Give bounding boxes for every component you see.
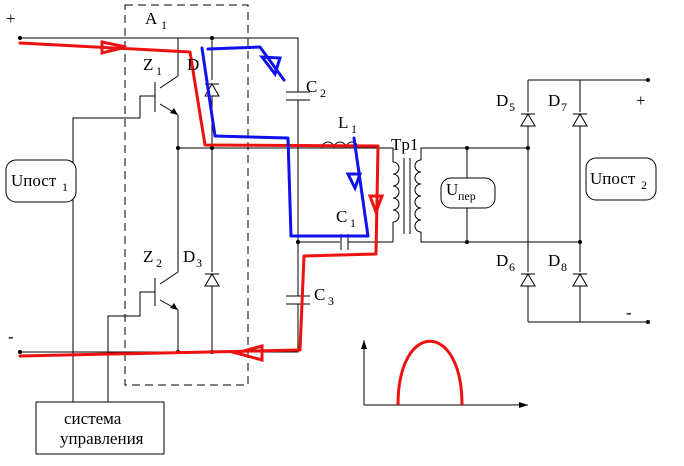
blue-current-path: [200, 45, 370, 238]
d8-sub: 8: [561, 260, 567, 274]
u-out-label: Uпост: [590, 169, 636, 188]
red-current-path: [18, 40, 385, 362]
c1-label: C: [336, 207, 347, 226]
bottom-rail: [20, 310, 299, 353]
rectifier-bridge: [520, 79, 648, 323]
d5-label: D: [496, 91, 508, 110]
z2-label: Z: [143, 247, 153, 266]
d3-label: D: [183, 247, 195, 266]
l1-label: L: [338, 113, 348, 132]
gate-lead-z1: [72, 95, 155, 402]
top-rail: [20, 37, 299, 92]
d1-label: D: [187, 55, 199, 74]
a1-label: A: [145, 9, 158, 28]
plus-left-label: +: [6, 9, 16, 28]
c2-label: C: [306, 77, 317, 96]
transistor-z2: [154, 148, 179, 352]
d7-label: D: [548, 91, 560, 110]
c3-sub: 3: [328, 294, 334, 308]
d8-label: D: [548, 251, 560, 270]
z1-sub: 1: [156, 64, 162, 78]
control-label-line2: управления: [60, 429, 144, 448]
u-ac-label: U: [446, 180, 458, 199]
diode-d1: [204, 38, 220, 148]
c3-label: C: [314, 285, 325, 304]
d6-sub: 6: [509, 260, 515, 274]
minus-left-label: -: [8, 327, 14, 346]
transformer-tp1: [383, 147, 528, 243]
d3-sub: 3: [196, 256, 202, 270]
junction-dots: [18, 36, 650, 354]
d6-label: D: [496, 251, 508, 270]
capacitor-c3: [286, 242, 310, 310]
c1-sub: 1: [350, 216, 356, 230]
z2-sub: 2: [156, 256, 162, 270]
u-ac-box: [440, 177, 496, 209]
module-a1-frame: [124, 4, 249, 386]
transistor-z1: [154, 38, 179, 148]
u-in-label: Uпост: [11, 171, 57, 190]
inductor-l1: [321, 141, 359, 149]
a1-sub: 1: [161, 18, 167, 32]
tr1-label: Tp1: [391, 135, 418, 154]
diode-d3: [204, 148, 220, 352]
gate-lead-z2: [107, 291, 155, 402]
plus-right-label: +: [636, 91, 646, 110]
d5-sub: 5: [509, 100, 515, 114]
c2-sub: 2: [320, 86, 326, 100]
capacitor-c2: [286, 91, 310, 242]
u-ac-sub: пер: [458, 189, 476, 203]
waveform-graph: [361, 339, 528, 408]
control-system-box: [35, 401, 165, 455]
minus-right-label: -: [626, 303, 632, 322]
u-out-box: [585, 157, 657, 201]
u-in-box: [5, 159, 77, 203]
control-label-line1: система: [64, 409, 122, 428]
z1-label: Z: [143, 55, 153, 74]
l1-sub: 1: [351, 122, 357, 136]
d7-sub: 7: [561, 100, 567, 114]
u-in-sub: 1: [62, 180, 68, 194]
u-out-sub: 2: [641, 178, 647, 192]
